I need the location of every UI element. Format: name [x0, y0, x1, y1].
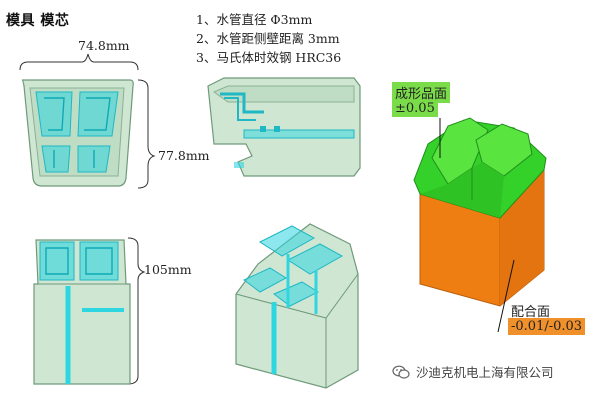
mating-surface-tolerance: -0.01/-0.03 [508, 318, 586, 335]
spec-line-3: 3、马氏体时效钢 HRC36 [196, 50, 342, 65]
front-view-drawing [33, 237, 146, 385]
watermark: 沙迪克机电上海有限公司 [392, 362, 554, 381]
wechat-icon [392, 365, 410, 379]
top-view-drawing [19, 53, 156, 189]
height-dimension-label: 105mm [144, 262, 192, 277]
forming-surface-title: 成形品面 [392, 82, 451, 103]
page-title: 模具 模芯 [6, 13, 70, 29]
depth-dimension-label: 77.8mm [158, 148, 210, 163]
width-dimension-label: 74.8mm [78, 38, 130, 53]
spec-line-1: 1、水管直径 Φ3mm [196, 12, 313, 27]
watermark-text: 沙迪克机电上海有限公司 [416, 365, 554, 380]
forming-surface-tolerance: ±0.05 [392, 100, 438, 117]
colored-3d-model [413, 117, 547, 307]
isometric-view-drawing [235, 223, 359, 389]
spec-line-2: 2、水管距侧壁距离 3mm [196, 31, 340, 46]
mating-surface-title: 配合面 [511, 305, 551, 320]
side-section-drawing [207, 77, 361, 177]
callout-leader-lines [439, 118, 515, 333]
